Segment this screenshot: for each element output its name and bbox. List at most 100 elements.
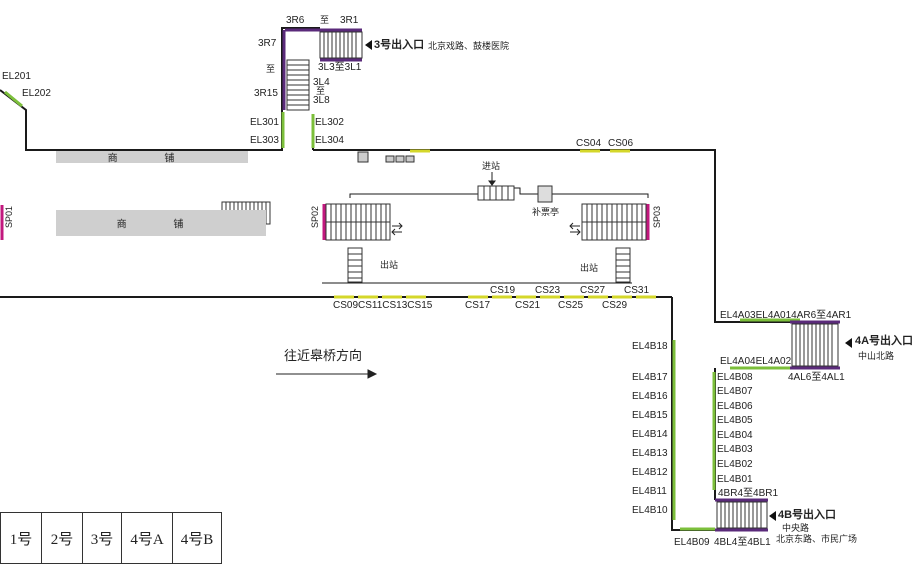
label-el304: EL304 (315, 135, 344, 146)
exit-table-cell: 2号 (41, 512, 83, 564)
kiosk-1 (357, 151, 369, 163)
magenta-segments (0, 204, 650, 240)
escalator-4b (716, 501, 768, 529)
escalator-3-steps (323, 32, 357, 58)
exit4b-subtitle-2: 北京东路、市民广场 (776, 534, 858, 544)
el4b-right-item: EL4B07 (717, 386, 753, 397)
exit3-arrow (365, 40, 372, 50)
exit4a-subtitle: 中山北路 (858, 351, 895, 361)
label-3r1: 3R1 (340, 15, 359, 26)
shop-lower: 商 铺 (56, 210, 266, 236)
label-el303: EL303 (250, 135, 279, 146)
el4b-left-item: EL4B16 (632, 391, 668, 402)
label-cs23: CS23 (535, 285, 561, 296)
label-zhi-left: 至 (266, 64, 276, 74)
el4b-left-item: EL4B11 (632, 486, 667, 497)
shop-lower-label: 商 铺 (116, 219, 206, 231)
el4b-left-item: EL4B15 (632, 410, 668, 421)
label-cs29: CS29 (602, 300, 628, 311)
arrow-sp02-a (392, 222, 403, 230)
exit-table-cell: 3号 (82, 512, 122, 564)
label-cs21: CS21 (515, 300, 541, 311)
exit-table-cell: 4号A (121, 512, 173, 564)
exit-table: 1号 2号 3号 4号A 4号B (0, 512, 222, 564)
label-zhi-mid: 至 (316, 86, 326, 96)
exit4b-subtitle-1: 中央路 (782, 523, 810, 533)
kiosk-4 (405, 155, 415, 163)
escalator-4b-steps (720, 502, 762, 528)
wall-upper (0, 27, 320, 151)
exit3-subtitle: 北京戏路、鼓楼医院 (428, 41, 510, 51)
label-4al6: 4AL6至4AL1 (788, 372, 845, 383)
gates-entry-lines (483, 186, 509, 200)
gates-exit-right-lines (616, 253, 630, 279)
exit4a-title: 4A号出入口 (855, 335, 913, 347)
wall-lower-right (671, 297, 715, 531)
label-el202: EL202 (22, 88, 51, 99)
label-cs06: CS06 (608, 138, 634, 149)
label-3l3: 3L3至3L1 (318, 62, 362, 73)
label-cs27: CS27 (580, 285, 606, 296)
el4b-left-item: EL4B13 (632, 448, 668, 459)
escalator-4a-steps (795, 324, 833, 366)
label-el302: EL302 (315, 117, 344, 128)
exit4a-arrow (845, 338, 852, 348)
escalator-4a-body (791, 323, 839, 367)
el4b-left-item: EL4B10 (632, 505, 668, 516)
label-el4b09: EL4B09 (674, 537, 710, 548)
ticket-booth (537, 185, 553, 203)
exit-table-row: 1号 2号 3号 4号A 4号B (0, 512, 222, 564)
label-chuzhan-left: 出站 (380, 260, 399, 270)
escalator-sp03-b-steps (586, 222, 643, 240)
label-el4a-top: EL4A03EL4A014AR6至4AR1 (720, 310, 852, 321)
el4b-right-item: EL4B08 (717, 372, 753, 383)
label-cs04: CS04 (576, 138, 602, 149)
kiosk-3 (395, 155, 405, 163)
el4b-right-item: EL4B05 (717, 415, 753, 426)
el4b-left-item: EL4B14 (632, 429, 668, 440)
arrow-sp03-b (570, 228, 581, 236)
label-bupiaoting: 补票亭 (532, 207, 560, 217)
arrow-sp03-a (569, 222, 580, 230)
el4b-left-item: EL4B18 (632, 341, 668, 352)
el4b-right-item: EL4B02 (717, 459, 753, 470)
escalator-3-body (319, 31, 363, 59)
label-el301: EL301 (250, 117, 279, 128)
shop-upper: 商 铺 (56, 151, 248, 165)
stairs-3-steps (287, 64, 309, 106)
label-chuzhan-right: 出站 (580, 263, 599, 273)
exit4b-title: 4B号出入口 (778, 509, 837, 521)
el4b-right-item: EL4B04 (717, 430, 753, 441)
seg-el201 (4, 90, 23, 108)
label-jinzhan: 进站 (482, 161, 501, 171)
escalator-sp02-a-steps (330, 204, 387, 222)
direction-label: 往近皋桥方向 (284, 348, 363, 363)
label-3r15: 3R15 (254, 88, 278, 99)
label-cs09-15: CS09CS11CS13CS15 (333, 300, 433, 311)
label-4bl4: 4BL4至4BL1 (714, 537, 771, 548)
shop-upper-label: 商 铺 (107, 153, 197, 165)
label-4br4: 4BR4至4BR1 (718, 488, 779, 499)
label-cs19: CS19 (490, 285, 516, 296)
kiosk-2 (385, 155, 395, 163)
escalator-sp02-b (325, 221, 391, 241)
label-3r7: 3R7 (258, 38, 277, 49)
el4b-right-item: EL4B01 (717, 474, 753, 485)
label-cs25: CS25 (558, 300, 584, 311)
yellow-segments (334, 149, 656, 299)
label-cs31: CS31 (624, 285, 650, 296)
platform-escalators (325, 151, 647, 283)
arrow-entry-head (488, 180, 496, 186)
green-segments (4, 90, 800, 531)
el4b-left-item: EL4B12 (632, 467, 668, 478)
label-3l4: 3L4 (313, 77, 330, 88)
label-el4a-mid: EL4A04EL4A02 (720, 356, 792, 367)
el4b-right-item: EL4B03 (717, 444, 753, 455)
label-sp01: SP01 (4, 206, 14, 229)
flow-arrows (276, 172, 581, 379)
exit3-title: 3号出入口 (374, 39, 425, 51)
label-3l8: 3L8 (313, 95, 330, 106)
escalator-3 (286, 31, 363, 111)
